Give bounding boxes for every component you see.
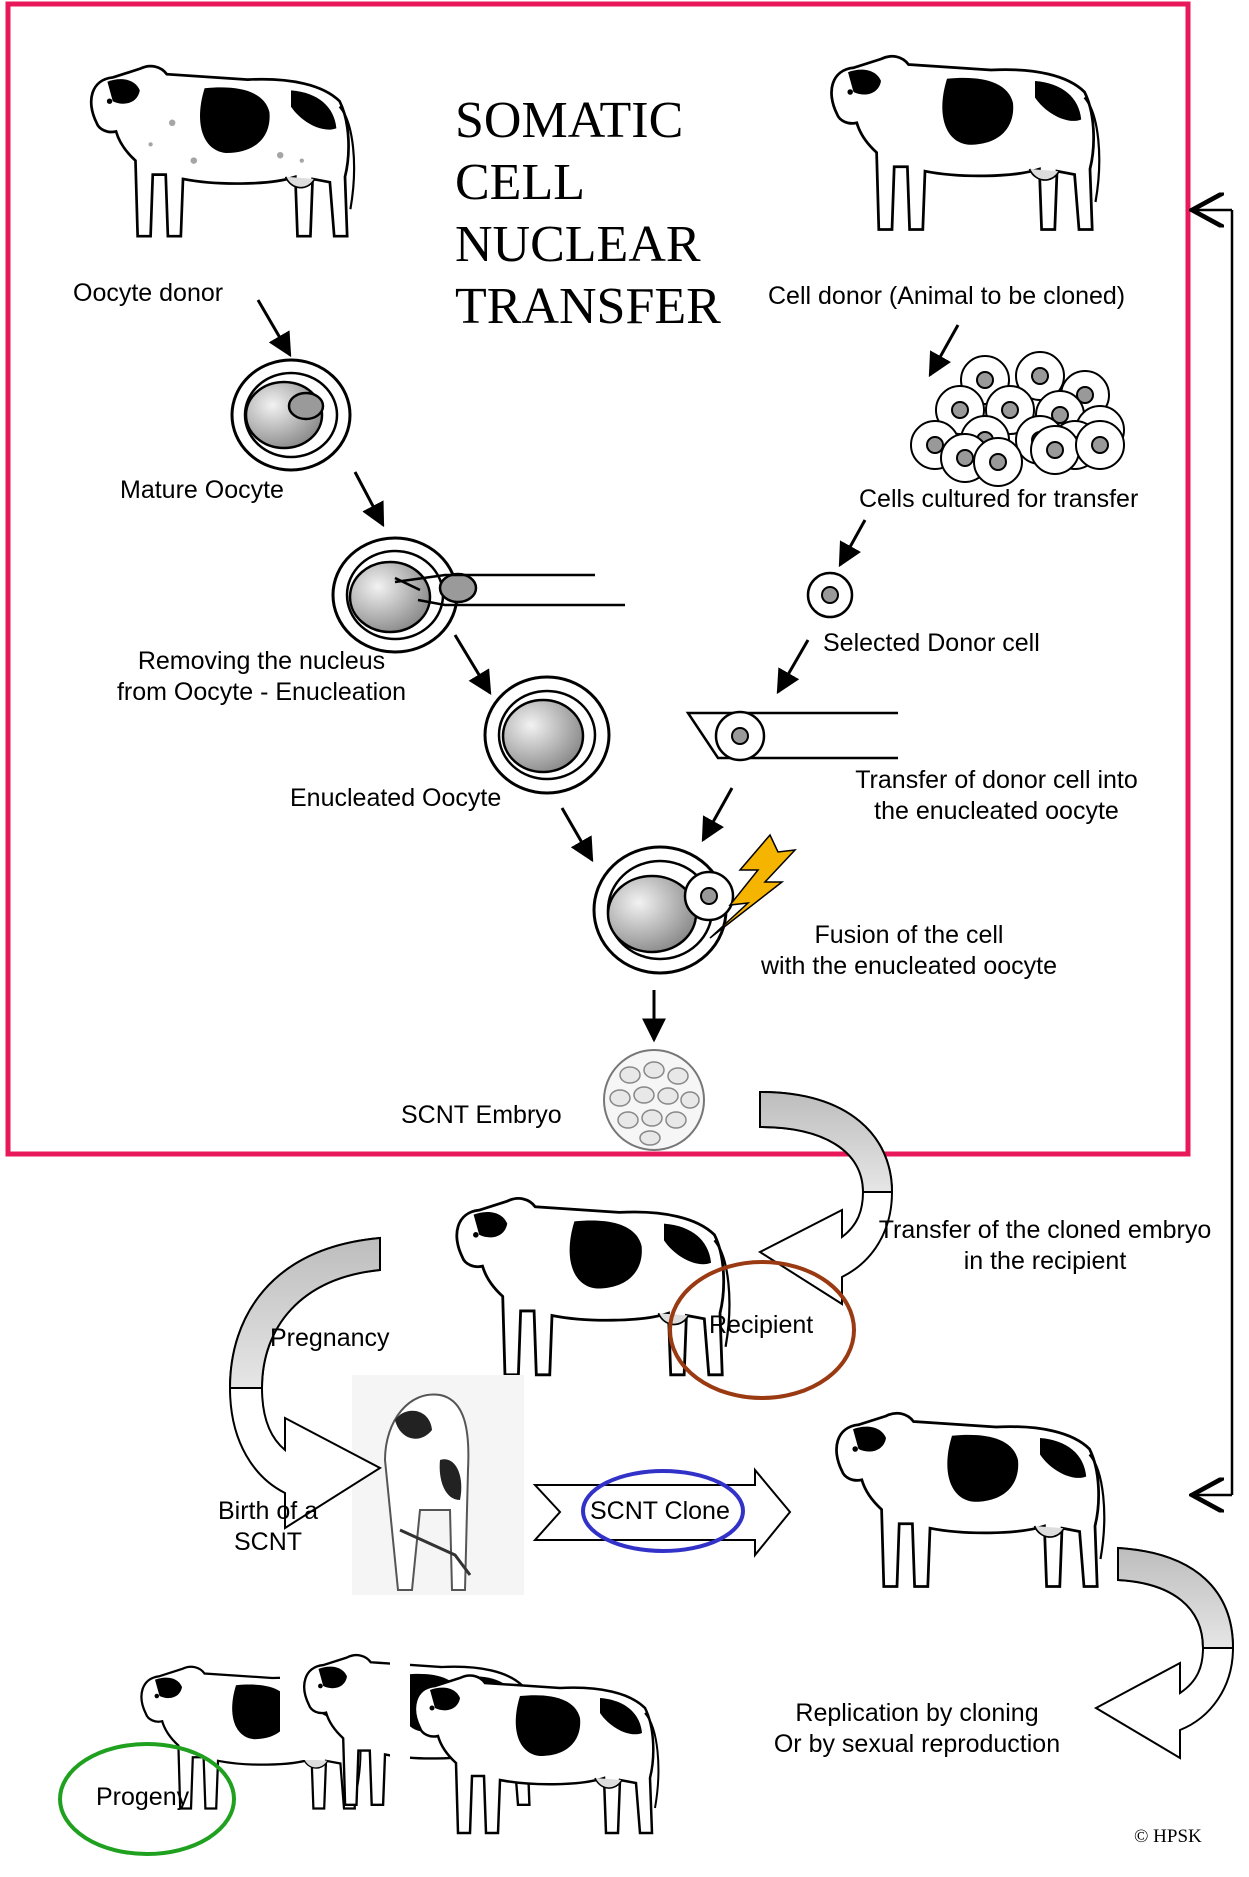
label-birth-line-2: SCNT [208, 1527, 328, 1558]
arrow-pipette-to-fusion [703, 788, 732, 840]
enucleation-oocyte [333, 538, 476, 652]
label-transfer-donor-line-2: the enucleated oocyte [843, 796, 1150, 827]
label-oocyte-donor: Oocyte donor [73, 278, 223, 309]
label-recipient: Recipient [709, 1310, 813, 1341]
selected-donor-cell [808, 573, 852, 617]
arrow-celldonor-to-cultured [930, 325, 958, 375]
label-selected-donor: Selected Donor cell [823, 628, 1040, 659]
transfer-pipette [688, 712, 898, 760]
label-scnt-clone: SCNT Clone [590, 1496, 730, 1527]
label-transfer-embryo-line-1: Transfer of the cloned embryo [866, 1215, 1224, 1246]
label-replication: Replication by cloning Or by sexual repr… [762, 1698, 1072, 1760]
label-transfer-embryo-line-2: in the recipient [866, 1246, 1224, 1277]
diagram-title: SOMATIC CELL NUCLEAR TRANSFER [455, 90, 721, 338]
enucleated-oocyte [485, 677, 609, 793]
label-cells-cultured: Cells cultured for transfer [859, 484, 1138, 515]
label-replication-line-2: Or by sexual reproduction [762, 1729, 1072, 1760]
progeny-cow-3 [415, 1676, 658, 1833]
arrow-mature-to-enucleation [355, 472, 383, 525]
mature-oocyte [232, 360, 350, 470]
arrow-enucleation-to-enucleated [455, 635, 490, 693]
label-scnt-embryo: SCNT Embryo [401, 1100, 562, 1131]
label-removing-nucleus-line-2: from Oocyte - Enucleation [108, 677, 415, 708]
arrow-selected-to-pipette [778, 640, 808, 692]
scnt-embryo [604, 1050, 704, 1150]
title-line-3: NUCLEAR [455, 214, 721, 276]
label-fusion-line-1: Fusion of the cell [750, 920, 1068, 951]
label-transfer-donor: Transfer of donor cell into the enucleat… [843, 765, 1150, 827]
label-enucleated-oocyte: Enucleated Oocyte [290, 783, 501, 814]
cell-donor-clone-connector [1192, 210, 1232, 1495]
cell-donor-cow [832, 56, 1100, 229]
label-birth-line-1: Birth of a [208, 1496, 328, 1527]
oocyte-donor-cow [91, 66, 354, 236]
arrow-donor-to-mature [258, 300, 290, 355]
label-replication-line-1: Replication by cloning [762, 1698, 1072, 1729]
label-progeny: Progeny [96, 1782, 189, 1813]
title-line-4: TRANSFER [455, 276, 721, 338]
label-fusion: Fusion of the cell with the enucleated o… [750, 920, 1068, 982]
label-transfer-embryo: Transfer of the cloned embryo in the rec… [866, 1215, 1224, 1277]
copyright: © HPSK [1134, 1826, 1202, 1848]
clone-cow [837, 1413, 1105, 1586]
title-line-1: SOMATIC [455, 90, 721, 152]
fusion-oocyte [594, 847, 733, 973]
label-cell-donor: Cell donor (Animal to be cloned) [768, 281, 1125, 312]
label-transfer-donor-line-1: Transfer of donor cell into [843, 765, 1150, 796]
label-removing-nucleus-line-1: Removing the nucleus [108, 646, 415, 677]
cultured-cells [911, 352, 1124, 486]
curved-arrow-replication [1096, 1548, 1233, 1758]
label-mature-oocyte: Mature Oocyte [120, 475, 284, 506]
birth-sketch [352, 1375, 524, 1595]
title-line-2: CELL [455, 152, 721, 214]
label-birth: Birth of a SCNT [208, 1496, 328, 1558]
arrow-enucleated-to-fusion [562, 808, 592, 860]
arrow-cultured-to-selected [840, 520, 865, 565]
label-pregnancy: Pregnancy [270, 1323, 390, 1354]
label-fusion-line-2: with the enucleated oocyte [750, 951, 1068, 982]
label-removing-nucleus: Removing the nucleus from Oocyte - Enucl… [108, 646, 415, 708]
